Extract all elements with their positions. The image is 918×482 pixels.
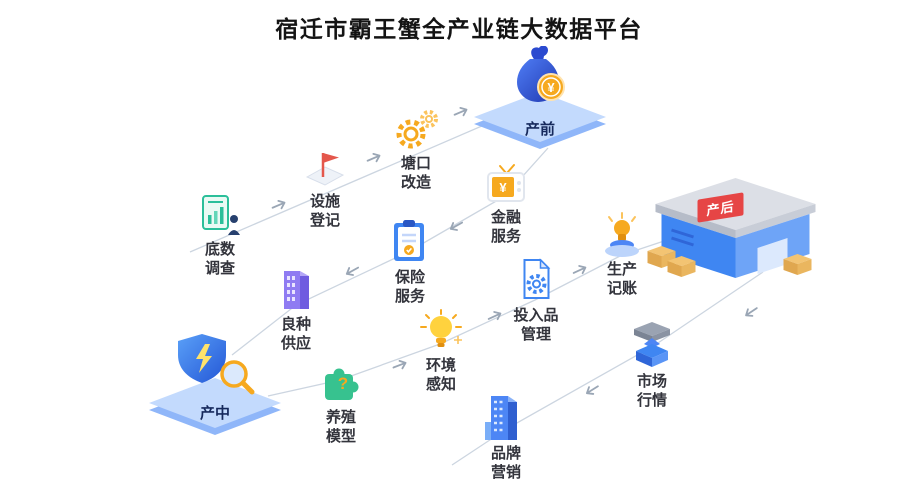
node-label-line: 塘口 — [400, 155, 431, 172]
node-label-line: 底数 — [204, 241, 235, 258]
node-label-line: 记账 — [606, 280, 637, 297]
seed-building-icon — [284, 271, 309, 309]
node-market: 市场 行情 — [626, 320, 678, 410]
warehouse-icon — [647, 178, 816, 278]
flow-arrow — [487, 311, 502, 321]
node-label-line: 营销 — [490, 464, 521, 481]
node-facility: 设施 登记 — [302, 146, 348, 230]
flow-line-post-to-brand — [451, 271, 764, 466]
node-label: 市场 行情 — [637, 372, 667, 410]
node-label: 投入品 管理 — [513, 306, 558, 344]
node-label-line: 模型 — [325, 428, 356, 445]
node-label-line: 养殖 — [325, 409, 356, 426]
node-label-line: 服务 — [394, 288, 425, 305]
node-environment: 环境 感知 — [417, 308, 465, 394]
environment-bulb-icon — [420, 309, 462, 347]
node-label-line: 服务 — [490, 228, 521, 245]
node-accounting: 生产 记账 — [597, 210, 647, 298]
node-label: 金融 服务 — [491, 208, 521, 246]
money-bag-icon: ¥ — [517, 46, 565, 102]
accounting-beacon-icon — [605, 212, 639, 257]
node-label-line: 设施 — [309, 193, 340, 210]
stage-mid-label: 产中 — [199, 405, 230, 422]
node-label-line: 行情 — [636, 392, 667, 409]
flag-registration-icon — [305, 153, 345, 186]
node-finance: ¥ 金融 服务 — [481, 162, 531, 246]
node-label-line: 改造 — [400, 174, 431, 191]
node-breeding: ? 养殖 模型 — [318, 362, 364, 446]
node-label: 设施 登记 — [310, 192, 340, 230]
node-seed: 良种 供应 — [275, 265, 317, 353]
stage-pre-production: ¥ 产前 — [465, 40, 615, 190]
node-label: 保险 服务 — [395, 268, 425, 306]
stage-pre-label: 产前 — [524, 121, 555, 138]
insurance-clipboard-icon — [394, 220, 424, 261]
node-survey: 底数 调查 — [197, 192, 243, 278]
survey-report-icon — [202, 195, 240, 235]
market-machine-icon — [634, 322, 670, 367]
shield-search-icon — [178, 334, 255, 395]
node-label-line: 金融 — [490, 209, 521, 226]
cargo-boxes-icon — [647, 246, 812, 277]
page-title: 宿迁市霸王蟹全产业链大数据平台 — [275, 16, 643, 42]
breeding-puzzle-icon: ? — [325, 368, 359, 400]
finance-tv-icon: ¥ — [487, 164, 525, 202]
flow-arrow — [271, 200, 286, 210]
node-label: 良种 供应 — [281, 315, 311, 353]
flow-line-to-pre — [189, 115, 506, 253]
node-insurance: 保险 服务 — [387, 218, 433, 306]
gears-icon — [396, 110, 438, 149]
node-pond: 塘口 改造 — [391, 108, 441, 192]
flow-arrow — [392, 360, 407, 370]
stage-mid-production: 产中 — [140, 330, 290, 480]
flow-arrow — [345, 266, 360, 276]
question-mark: ? — [338, 374, 348, 393]
node-label-line: 管理 — [520, 326, 552, 343]
flow-arrow — [586, 385, 599, 395]
node-label-line: 感知 — [425, 376, 456, 393]
node-label-line: 良种 — [280, 316, 311, 333]
coin-symbol: ¥ — [547, 80, 555, 95]
node-label-line: 品牌 — [490, 445, 521, 462]
flow-arrow — [745, 307, 758, 317]
node-label-line: 环境 — [425, 357, 456, 374]
node-label: 生产 记账 — [607, 260, 637, 298]
node-brand: 品牌 营销 — [483, 390, 529, 482]
node-label: 底数 调查 — [205, 240, 235, 278]
node-label: 塘口 改造 — [401, 154, 431, 192]
node-label-line: 供应 — [280, 335, 311, 352]
flow-arrow — [572, 265, 587, 275]
stage-post-production: 产后 — [647, 176, 823, 286]
isometric-platform — [474, 92, 606, 149]
inputs-document-gear-icon — [522, 258, 550, 299]
node-label: 养殖 模型 — [326, 408, 356, 446]
node-label-line: 生产 — [606, 261, 637, 278]
node-inputs: 投入品 管理 — [513, 256, 559, 344]
node-label-line: 保险 — [394, 269, 425, 286]
node-label-line: 登记 — [309, 212, 340, 229]
flow-arrow — [366, 153, 381, 163]
flow-arrow — [449, 221, 464, 231]
coin-symbol: ¥ — [499, 180, 507, 195]
node-label-line: 调查 — [204, 260, 235, 277]
node-label: 品牌 营销 — [491, 444, 521, 482]
brand-building-icon — [485, 396, 517, 440]
flow-arrow — [453, 107, 468, 117]
node-label-line: 市场 — [636, 373, 667, 390]
node-label-line: 投入品 — [513, 307, 559, 324]
node-label: 环境 感知 — [426, 356, 456, 394]
